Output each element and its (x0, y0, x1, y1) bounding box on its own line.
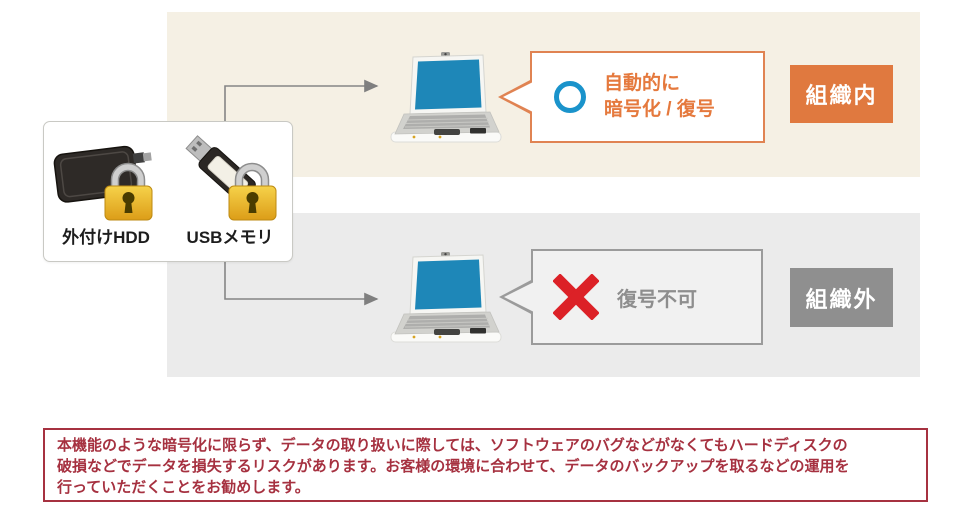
auto-encrypt-bubble: 自動的に 暗号化 / 復号 (498, 51, 765, 143)
usb-memory-icon (185, 135, 277, 221)
decrypt-not-allowed-bubble: 復号不可 (499, 249, 763, 345)
device-box: 外付けHDD (43, 121, 293, 262)
device-item-external-hdd: 外付けHDD (53, 134, 159, 248)
laptop-icon-outside (390, 252, 502, 343)
device-item-usb-memory: USBメモリ (177, 134, 283, 248)
padlock-icon (228, 162, 277, 221)
note-line: 本機能のような暗号化に限らず、データの取り扱いに際しては、ソフトウェアのバグなど… (57, 437, 848, 454)
outside-zone-badge: 組織外 (790, 268, 893, 327)
note-box: 本機能のような暗号化に限らず、データの取り扱いに際しては、ソフトウェアのバグなど… (43, 428, 928, 502)
bubble-pointer (504, 282, 534, 312)
decrypt-not-allowed-label: 復号不可 (617, 288, 697, 311)
device-item-label: 外付けHDD (62, 228, 150, 247)
inside-zone-badge: 組織内 (790, 65, 893, 123)
device-item-label: USBメモリ (186, 228, 274, 247)
padlock-icon (104, 162, 153, 221)
note-line: 破損などでデータを損失するリスクがあります。お客様の環境に合わせて、データのバッ… (57, 458, 850, 475)
laptop-icon-inside (390, 52, 502, 143)
bubble-pointer (503, 82, 533, 112)
cross-ng-icon (553, 274, 599, 320)
circle-ok-icon (554, 81, 586, 113)
note-line: 行っていただくことをお勧めします。 (57, 479, 310, 496)
external-hdd-icon (53, 145, 153, 221)
auto-encrypt-label: 自動的に 暗号化 / 復号 (604, 73, 715, 120)
